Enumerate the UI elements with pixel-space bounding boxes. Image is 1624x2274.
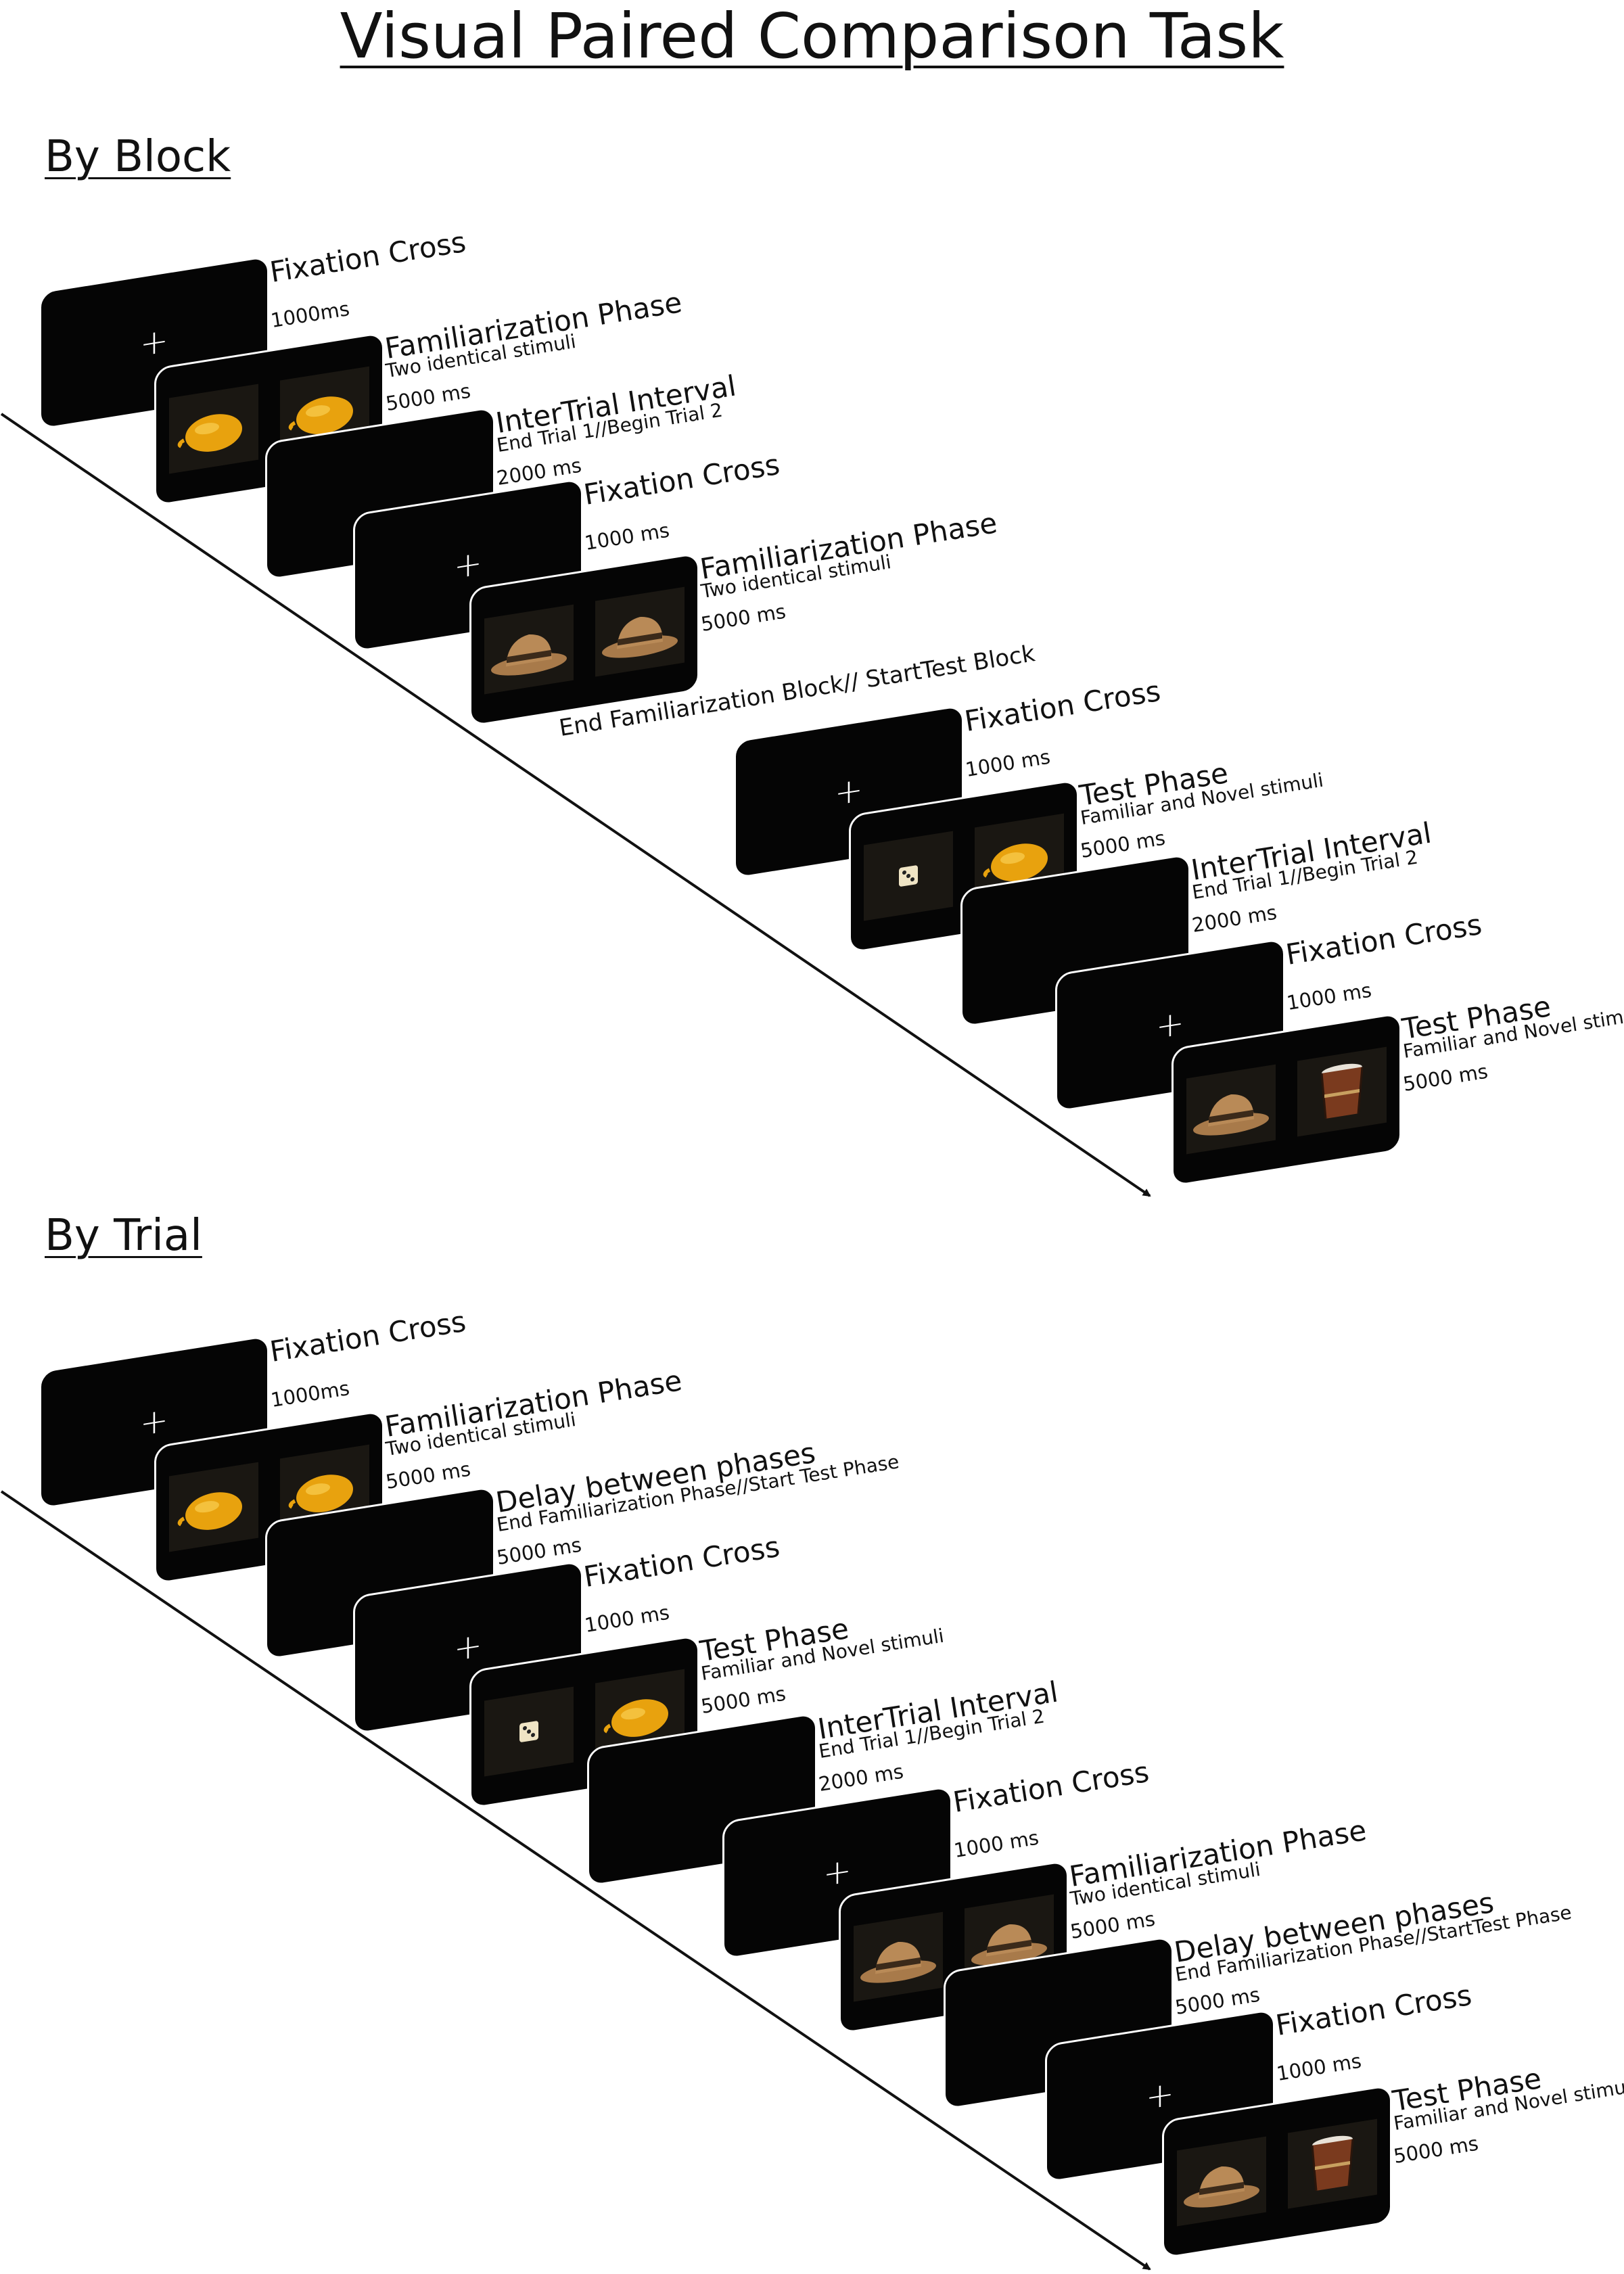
lemon-stimulus-icon — [983, 843, 1048, 881]
section-heading-by-block: By Block — [45, 132, 231, 182]
lemon-stimulus-icon — [177, 1492, 242, 1530]
hat-stimulus-icon — [602, 617, 678, 658]
section-heading-by-trial: By Trial — [45, 1211, 202, 1261]
stimulus-screen — [1171, 1012, 1401, 1187]
stimulus-slot — [864, 831, 953, 921]
stimulus-slot — [595, 586, 685, 677]
stimulus-screen — [154, 331, 384, 507]
page-title: Visual Paired Comparison Task — [340, 0, 1284, 72]
timeline-arrow-trial — [0, 1490, 1151, 2271]
stimulus-screen — [1162, 2084, 1392, 2259]
dice-stimulus-icon — [519, 1721, 538, 1742]
dice-stimulus-icon — [899, 865, 918, 887]
stimulus-slot — [854, 1911, 943, 2002]
stimulus-screen — [849, 779, 1079, 954]
lemon-stimulus-icon — [288, 1475, 353, 1512]
fixation-cross-icon: + — [140, 320, 168, 365]
drum-stimulus-icon — [1320, 1063, 1364, 1119]
stimulus-slot — [169, 384, 258, 474]
stimulus-slot — [595, 1669, 685, 1759]
stimulus-screen — [469, 552, 699, 727]
stimulus-slot — [1297, 1046, 1387, 1137]
stimulus-slot — [1288, 2118, 1377, 2209]
hat-stimulus-icon — [1193, 1094, 1269, 1136]
stimulus-slot — [484, 1686, 574, 1777]
stimulus-slot — [280, 366, 369, 457]
timeline-arrow-block — [0, 413, 1151, 1197]
stimulus-screen — [839, 1859, 1069, 2035]
lemon-stimulus-icon — [177, 414, 242, 452]
stimulus-slot — [1177, 2136, 1266, 2227]
fixation-cross-icon: + — [823, 1850, 852, 1895]
hat-stimulus-icon — [1184, 2166, 1259, 2208]
fixation-cross-icon: + — [835, 769, 863, 814]
stimulus-slot — [484, 604, 574, 695]
hat-stimulus-icon — [860, 1942, 936, 1983]
drum-stimulus-icon — [1311, 2135, 1354, 2191]
lemon-stimulus-icon — [288, 396, 353, 434]
stimulus-screen — [469, 1634, 699, 1809]
fixation-cross-icon: + — [140, 1399, 168, 1444]
fixation-cross-icon: + — [1156, 1002, 1184, 1047]
stimulus-slot — [975, 813, 1064, 904]
stimulus-slot — [280, 1444, 369, 1535]
lemon-stimulus-icon — [603, 1699, 668, 1737]
fixation-cross-icon: + — [454, 1625, 482, 1669]
stimulus-slot — [965, 1894, 1054, 1985]
stimulus-screen — [154, 1410, 384, 1585]
fixation-cross-icon: + — [454, 542, 482, 587]
stimulus-slot — [169, 1462, 258, 1552]
fixation-cross-icon: + — [1146, 2073, 1174, 2118]
stimulus-slot — [1186, 1064, 1276, 1155]
hat-stimulus-icon — [971, 1924, 1047, 1966]
hat-stimulus-icon — [491, 634, 567, 676]
